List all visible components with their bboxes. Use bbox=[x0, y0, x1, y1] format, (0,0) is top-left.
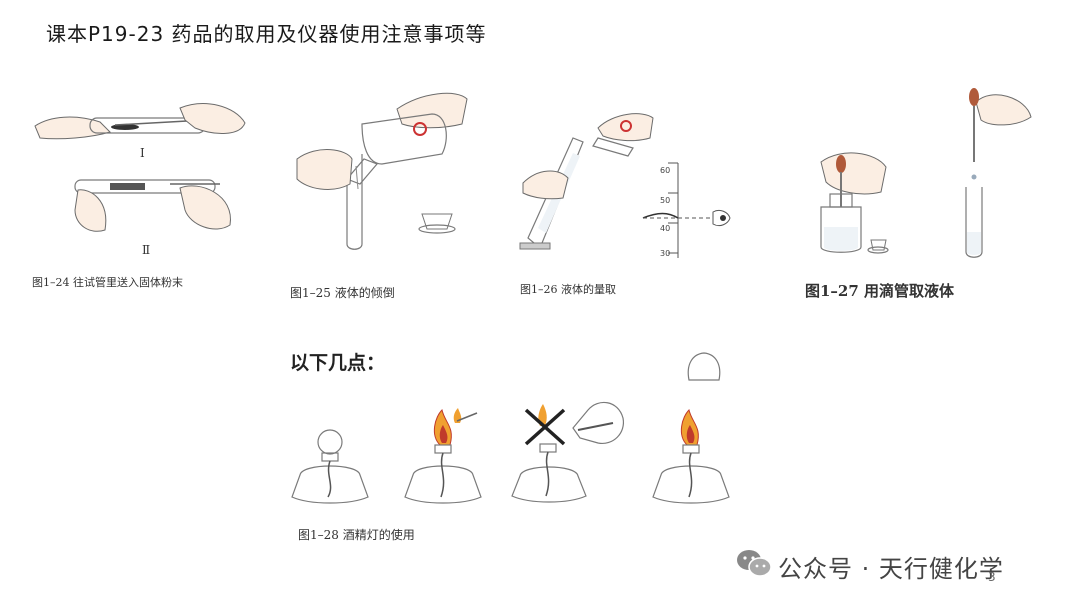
fig28-lamp-2 bbox=[404, 408, 482, 504]
fig26-tick-30: 30 bbox=[660, 249, 671, 258]
fig25-illustration bbox=[296, 92, 468, 250]
page-number: 3 bbox=[988, 570, 996, 584]
fig28-lamp-1 bbox=[291, 429, 369, 504]
fig28-caption: 图1–28 酒精灯的使用 bbox=[298, 528, 415, 542]
fig25-caption: 图1–25 液体的倾倒 bbox=[290, 286, 395, 300]
fig26-caption: 图1–26 液体的量取 bbox=[520, 283, 616, 296]
fig26-tick-60: 60 bbox=[660, 166, 671, 175]
wechat-icon bbox=[737, 550, 772, 577]
lamp-cap-illustration bbox=[687, 352, 721, 381]
page-title: 课本P19-23 药品的取用及仪器使用注意事项等 bbox=[46, 22, 487, 46]
watermark-text: 公众号 · 天行健化学 bbox=[778, 555, 1004, 583]
fig26-tick-40: 40 bbox=[660, 224, 671, 233]
fig24-illustration-2 bbox=[74, 179, 231, 232]
fig28-lamp-3-incorrect bbox=[511, 401, 625, 503]
fig28-lamp-4 bbox=[652, 409, 730, 504]
fig27-illustration bbox=[820, 88, 1032, 258]
fig24-illustration-1 bbox=[34, 103, 246, 140]
fig24-label-2: Ⅱ bbox=[142, 243, 151, 257]
section-heading: 以下几点： bbox=[290, 352, 386, 374]
fig27-caption: 图1–27 用滴管取液体 bbox=[805, 282, 955, 300]
fig26-tick-50: 50 bbox=[660, 196, 671, 205]
fig24-label-1: Ⅰ bbox=[140, 146, 145, 160]
fig24-caption: 图1–24 往试管里送入固体粉末 bbox=[32, 276, 183, 289]
fig26-illustration bbox=[519, 113, 731, 258]
